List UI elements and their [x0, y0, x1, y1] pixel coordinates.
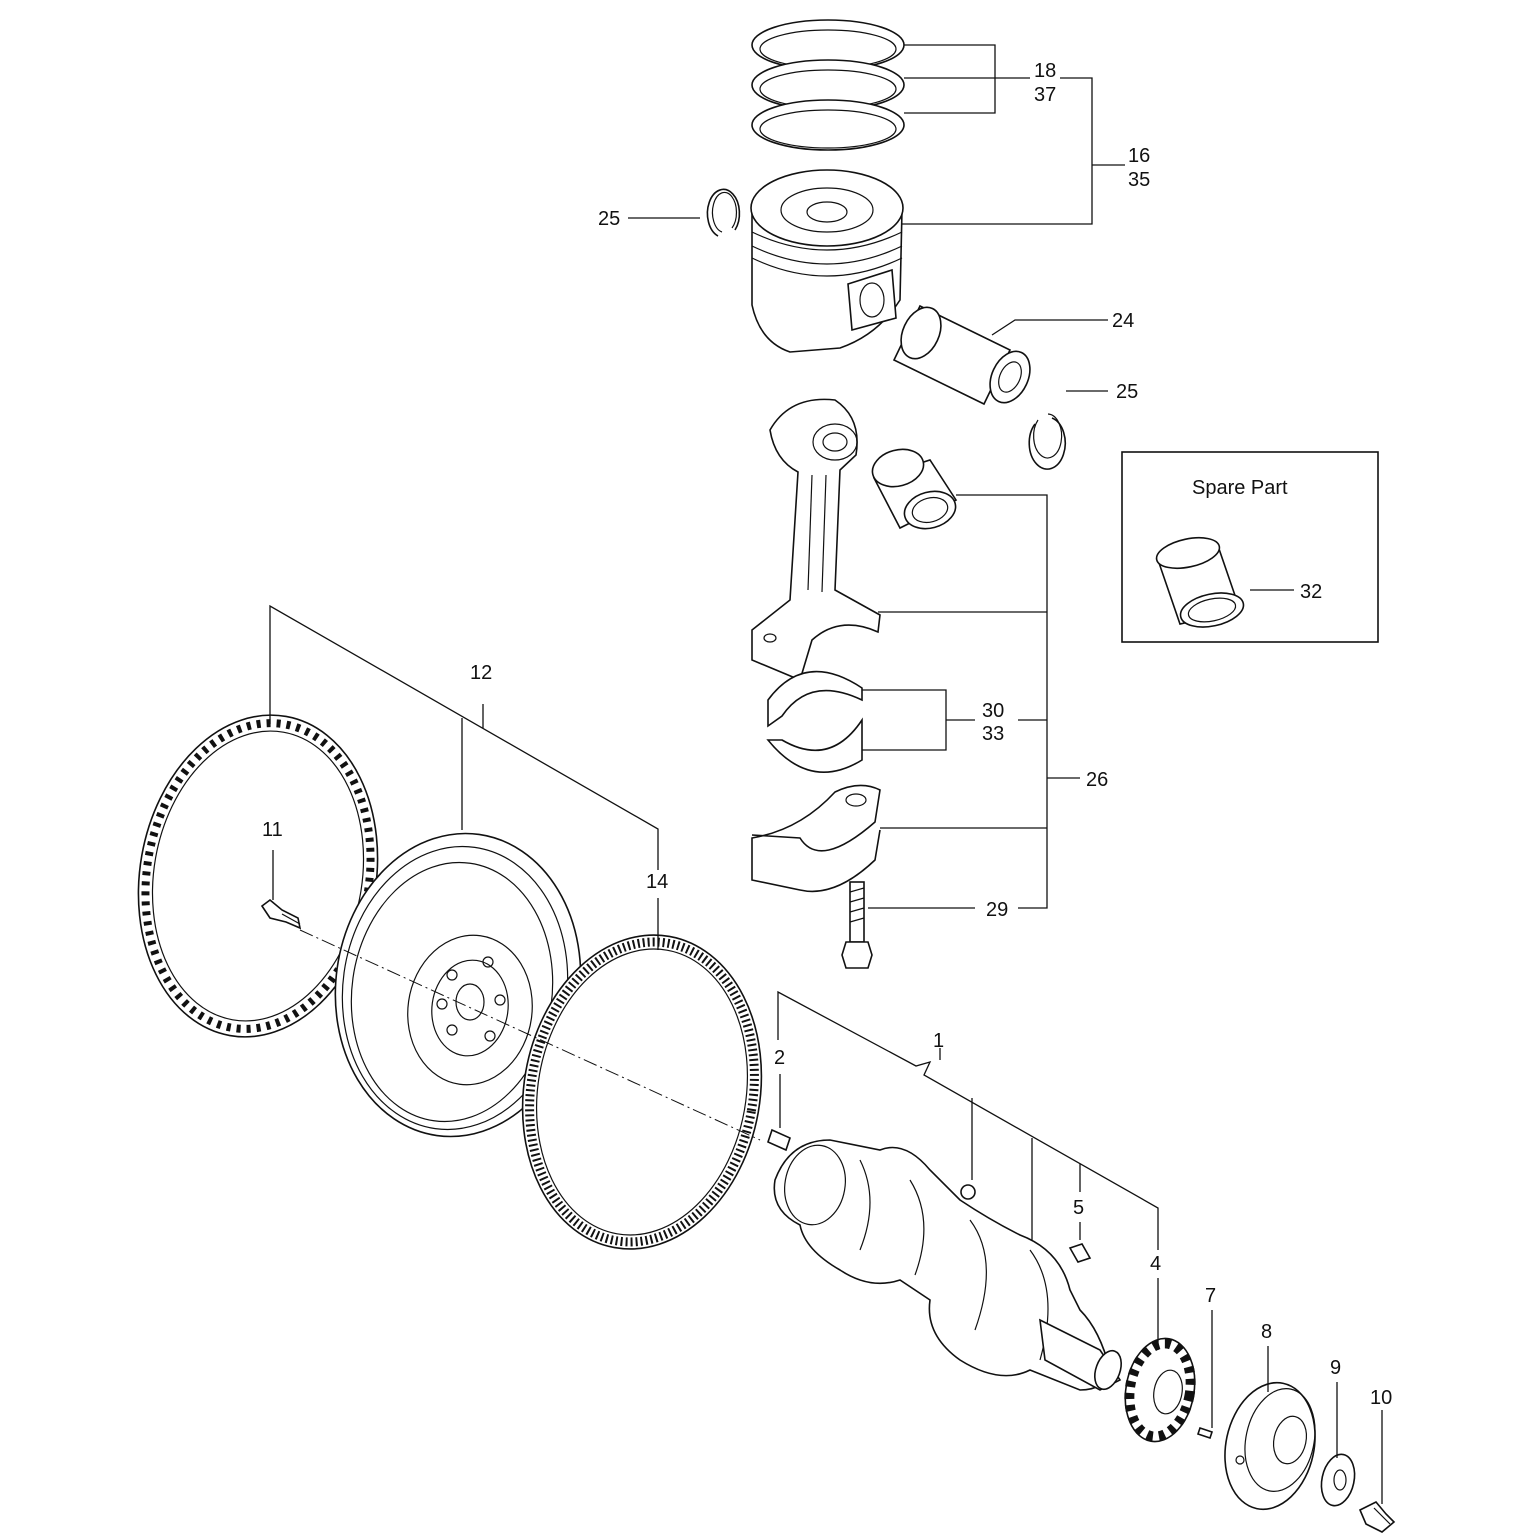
spare-part-box: Spare Part: [1121, 451, 1379, 643]
label-16: 16: [1128, 145, 1150, 167]
label-12: 12: [470, 662, 492, 684]
label-18: 18: [1034, 60, 1056, 82]
label-11: 11: [262, 819, 283, 841]
ring-gear: [521, 934, 763, 1250]
connecting-rod: [751, 398, 881, 682]
crank-pulley: [1224, 1381, 1316, 1511]
label-5: 5: [1073, 1197, 1084, 1219]
pulley-bolt: [1358, 1501, 1396, 1533]
piston-pin: [892, 304, 1031, 406]
piston: [750, 169, 904, 353]
label-8: 8: [1261, 1321, 1272, 1343]
crankshaft: [773, 1139, 1122, 1391]
label-2: 2: [774, 1047, 785, 1069]
assembly-centerline: [299, 929, 761, 1141]
label-35: 35: [1128, 169, 1150, 191]
label-1: 1: [933, 1030, 944, 1052]
flywheel-bolt: [260, 898, 302, 930]
label-25-upper: 25: [598, 208, 620, 230]
bearing-shells: [766, 670, 863, 773]
circlip-lower: [1028, 413, 1067, 470]
crankshaft-gear: [1124, 1337, 1196, 1443]
label-26: 26: [1086, 769, 1108, 791]
small-end-bushing: [871, 448, 958, 530]
part-number-labels: 18 37 16 35 25 24 25 30 33 26 29 32 12 1…: [262, 60, 1392, 1409]
label-37: 37: [1034, 84, 1056, 106]
label-29: 29: [986, 899, 1008, 921]
label-33: 33: [982, 723, 1004, 745]
small-pin: [1196, 1426, 1214, 1440]
label-7: 7: [1205, 1285, 1216, 1307]
crank-key: [1068, 1243, 1092, 1263]
leader-lines: [269, 44, 1383, 1504]
rod-bolt: [841, 881, 873, 969]
label-30: 30: [982, 700, 1004, 722]
oil-plug: [960, 1184, 976, 1200]
dowel-pin: [767, 1128, 791, 1152]
label-10: 10: [1370, 1387, 1392, 1409]
piston-rings: [751, 19, 905, 151]
label-14: 14: [646, 871, 668, 893]
washer: [1320, 1453, 1356, 1507]
label-4: 4: [1150, 1253, 1161, 1275]
label-32: 32: [1300, 581, 1322, 603]
circlip-upper: [706, 188, 741, 237]
label-24: 24: [1112, 310, 1134, 332]
rod-cap: [751, 784, 881, 893]
label-9: 9: [1330, 1357, 1341, 1379]
spare-part-title: Spare Part: [1192, 477, 1288, 499]
label-25-lower: 25: [1116, 381, 1138, 403]
